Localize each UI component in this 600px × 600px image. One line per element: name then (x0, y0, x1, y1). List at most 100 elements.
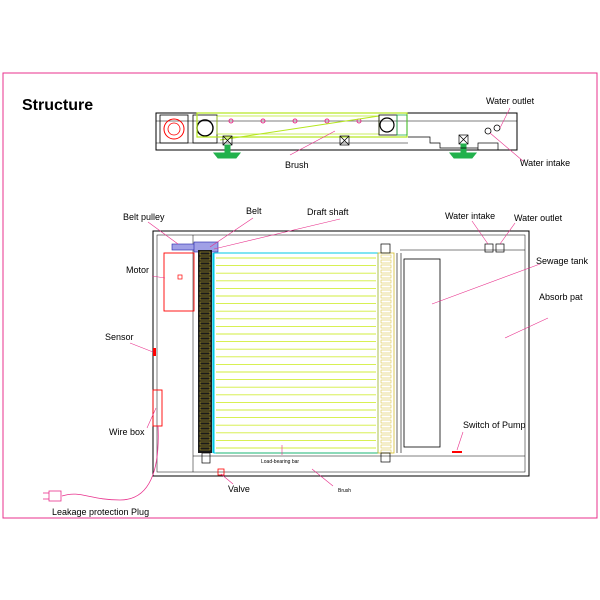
chain-link (199, 426, 211, 431)
label-load-bearing-bar: Load-bearing bar (261, 459, 299, 465)
right-chain-link (380, 439, 392, 444)
chain-link (199, 381, 211, 386)
chain-link (199, 356, 211, 361)
chain-link (199, 281, 211, 286)
conveyor-slats (216, 257, 376, 449)
right-chain-link (380, 449, 392, 454)
chain-link (199, 436, 211, 441)
motor-box (163, 252, 195, 312)
wire-box (152, 389, 163, 427)
label-draft-shaft: Draft shaft (307, 207, 349, 217)
chain-link (199, 396, 211, 401)
right-chain-link (380, 289, 392, 294)
right-chain-link (380, 394, 392, 399)
chain-link (199, 401, 211, 406)
sewage-tank (403, 258, 441, 448)
top-water-outlet-port (493, 124, 501, 132)
top-brush (219, 115, 380, 141)
top-label-water-outlet: Water outlet (486, 96, 535, 106)
chain-link (199, 286, 211, 291)
chain-link (199, 386, 211, 391)
chain-link (199, 251, 211, 256)
valve (217, 468, 225, 476)
chain-link (199, 291, 211, 296)
label-brush: Brush (338, 488, 351, 494)
label-water-outlet: Water outlet (514, 213, 563, 223)
chain-link (199, 376, 211, 381)
right-chain-link (380, 399, 392, 404)
water-intake-port (484, 243, 494, 253)
sensor (153, 348, 156, 356)
plug-cord (61, 425, 159, 501)
right-chain-link (380, 434, 392, 439)
right-chain-link (380, 364, 392, 369)
chain-link (199, 261, 211, 266)
label-sewage-tank: Sewage tank (536, 256, 589, 266)
label-switch-of-pump: Switch of Pump (463, 420, 526, 430)
right-chain-link (380, 269, 392, 274)
chain-link (199, 271, 211, 276)
water-outlet-port (495, 243, 505, 253)
chain-link (199, 311, 211, 316)
top-view: Brush Water outlet Water intake (155, 96, 570, 170)
right-chain-link (380, 444, 392, 449)
right-chain-link (380, 309, 392, 314)
drive-chain (198, 250, 212, 453)
top-drive-wheel (196, 119, 214, 137)
chain-link (199, 331, 211, 336)
chain-link (199, 316, 211, 321)
label-absorb-pat: Absorb pat (539, 292, 583, 302)
right-chain-link (380, 379, 392, 384)
label-sensor: Sensor (105, 332, 134, 342)
right-chain-link (380, 389, 392, 394)
chain-link (199, 446, 211, 451)
chain-link (199, 321, 211, 326)
right-chain-link (380, 424, 392, 429)
chain-link (199, 391, 211, 396)
chain-link (199, 256, 211, 261)
chain-link (199, 306, 211, 311)
right-chain-link (380, 314, 392, 319)
chain-link (199, 266, 211, 271)
right-chain-link (380, 279, 392, 284)
label-belt-pulley: Belt pulley (123, 212, 165, 222)
chain-link (199, 301, 211, 306)
right-chain-link (380, 299, 392, 304)
right-chain-link (380, 294, 392, 299)
label-wire-box: Wire box (109, 427, 145, 437)
chain-link (199, 411, 211, 416)
chain-link (199, 416, 211, 421)
top-label-brush: Brush (285, 160, 309, 170)
label-motor: Motor (126, 265, 149, 275)
top-label-water-intake: Water intake (520, 158, 570, 168)
chain-link (199, 406, 211, 411)
right-chain-link (380, 264, 392, 269)
main-view: Belt pulley Belt Draft shaft Water intak… (43, 206, 589, 517)
chain-link (199, 346, 211, 351)
chain-link (199, 341, 211, 346)
chain-link (199, 296, 211, 301)
top-right-roller (379, 117, 395, 133)
right-chain-link (380, 339, 392, 344)
right-chain-link (380, 274, 392, 279)
right-chain-link (380, 334, 392, 339)
chain-link (199, 431, 211, 436)
chain-link (199, 276, 211, 281)
right-chain-link (380, 304, 392, 309)
right-chain-link (380, 374, 392, 379)
right-chain-link (380, 344, 392, 349)
chain-link (199, 351, 211, 356)
top-supports (212, 143, 478, 159)
right-chain-link (380, 259, 392, 264)
right-chain-link (380, 354, 392, 359)
label-water-intake: Water intake (445, 211, 495, 221)
right-chain-link (380, 404, 392, 409)
right-chain-link (380, 319, 392, 324)
right-chain-link (380, 419, 392, 424)
chain-link (199, 336, 211, 341)
label-belt: Belt (246, 206, 262, 216)
right-chain-link (380, 349, 392, 354)
right-chain-link (380, 414, 392, 419)
diagram-title: Structure (22, 97, 93, 114)
